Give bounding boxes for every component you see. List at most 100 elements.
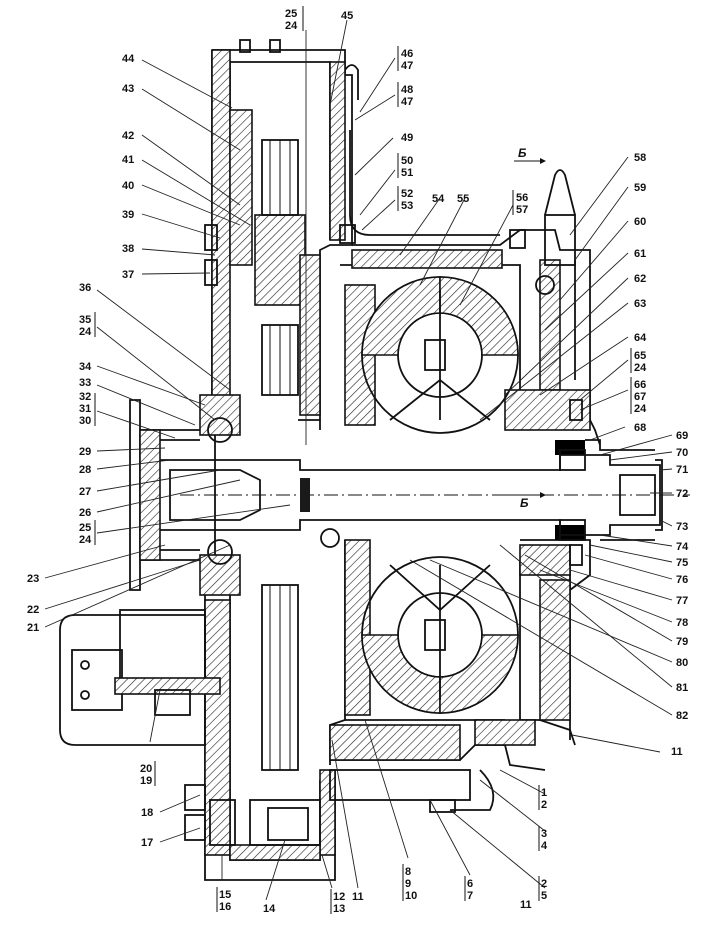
part-label: 69 xyxy=(676,430,688,442)
part-label: 61 xyxy=(634,248,646,260)
fittings xyxy=(184,64,583,841)
part-label: 2 xyxy=(541,878,547,890)
fluid-coupling xyxy=(361,276,519,714)
part-label: 34 xyxy=(79,361,92,373)
part-label: 22 xyxy=(27,604,39,616)
part-label: 79 xyxy=(676,636,688,648)
part-label: 15 xyxy=(219,889,231,901)
part-label: 74 xyxy=(676,541,689,553)
part-label: 65 xyxy=(634,350,646,362)
part-label: 26 xyxy=(79,507,91,519)
section-marks: Б Б xyxy=(505,146,546,510)
part-label: 43 xyxy=(122,83,134,95)
part-label: 66 xyxy=(634,379,646,391)
part-label: 76 xyxy=(676,574,688,586)
part-label: 71 xyxy=(676,464,688,476)
part-label: 73 xyxy=(676,521,688,533)
part-label: 25 xyxy=(79,522,91,534)
part-label: 11 xyxy=(352,891,364,903)
main-shaft xyxy=(160,454,690,536)
part-label: 12 xyxy=(333,891,345,903)
part-label: 80 xyxy=(676,657,688,669)
part-label: 81 xyxy=(676,682,688,694)
part-label: 32 xyxy=(79,391,91,403)
part-label: 21 xyxy=(27,622,39,634)
part-label: 45 xyxy=(341,10,353,22)
part-label: 78 xyxy=(676,617,688,629)
part-label: 68 xyxy=(634,422,646,434)
leader-lines xyxy=(44,19,673,901)
part-label: 24 xyxy=(79,534,92,546)
part-label: 75 xyxy=(676,557,688,569)
part-labels: 1 2 3 4 2 5 6 7 8 9 10 11 11 12 13 14 15… xyxy=(27,8,689,915)
part-label: 33 xyxy=(79,377,91,389)
part-label: 11 xyxy=(671,746,683,758)
part-label: 29 xyxy=(79,446,91,458)
part-label: 28 xyxy=(79,464,91,476)
hatched-sections xyxy=(139,49,591,861)
part-label: 67 xyxy=(634,391,646,403)
part-label: 35 xyxy=(79,314,91,326)
part-label: 6 xyxy=(467,878,473,890)
part-label: 4 xyxy=(541,840,548,852)
part-label: 50 xyxy=(401,155,413,167)
part-label: 40 xyxy=(122,180,134,192)
part-label: 46 xyxy=(401,48,413,60)
part-label: 13 xyxy=(333,903,345,915)
part-label: 52 xyxy=(401,188,413,200)
part-label: 49 xyxy=(401,132,413,144)
part-label: 55 xyxy=(457,193,469,205)
part-label: 77 xyxy=(676,595,688,607)
part-label: 57 xyxy=(516,204,528,216)
part-label: 42 xyxy=(122,130,134,142)
part-label: 44 xyxy=(122,53,135,65)
part-label: 23 xyxy=(27,573,39,585)
part-label: 18 xyxy=(141,807,153,819)
part-label: 53 xyxy=(401,200,413,212)
part-label: 47 xyxy=(401,96,413,108)
part-label: 24 xyxy=(79,326,92,338)
part-label: 1 xyxy=(541,787,547,799)
part-label: 17 xyxy=(141,837,153,849)
part-label: 7 xyxy=(467,890,473,902)
part-label: 82 xyxy=(676,710,688,722)
part-label: 27 xyxy=(79,486,91,498)
gears xyxy=(207,139,586,846)
part-label: 25 xyxy=(285,8,297,20)
part-label: 39 xyxy=(122,209,134,221)
part-label: 8 xyxy=(405,866,411,878)
part-label: 54 xyxy=(432,193,445,205)
part-label: 72 xyxy=(676,488,688,500)
part-label: 31 xyxy=(79,403,91,415)
part-label: 59 xyxy=(634,182,646,194)
part-label: 62 xyxy=(634,273,646,285)
part-label: 64 xyxy=(634,332,647,344)
part-label: 14 xyxy=(263,903,276,915)
part-label: 58 xyxy=(634,152,646,164)
part-label: 5 xyxy=(541,890,547,902)
part-label: 3 xyxy=(541,828,547,840)
part-label: 38 xyxy=(122,243,134,255)
part-label: 9 xyxy=(405,878,411,890)
part-label: 70 xyxy=(676,447,688,459)
part-label: 2 xyxy=(541,799,547,811)
part-label: 24 xyxy=(634,403,647,415)
part-label: 47 xyxy=(401,60,413,72)
part-label: 19 xyxy=(140,775,152,787)
part-label: 20 xyxy=(140,763,152,775)
part-label: 41 xyxy=(122,154,134,166)
part-label: 63 xyxy=(634,298,646,310)
part-label: 16 xyxy=(219,901,231,913)
part-label: 51 xyxy=(401,167,413,179)
section-mark-shaft: Б xyxy=(520,496,529,510)
part-label: 36 xyxy=(79,282,91,294)
part-label: 56 xyxy=(516,192,528,204)
part-label: 60 xyxy=(634,216,646,228)
part-label: 24 xyxy=(634,362,647,374)
part-label: 10 xyxy=(405,890,417,902)
part-label: 24 xyxy=(285,20,298,32)
label-bars xyxy=(94,6,632,914)
part-label: 37 xyxy=(122,269,134,281)
